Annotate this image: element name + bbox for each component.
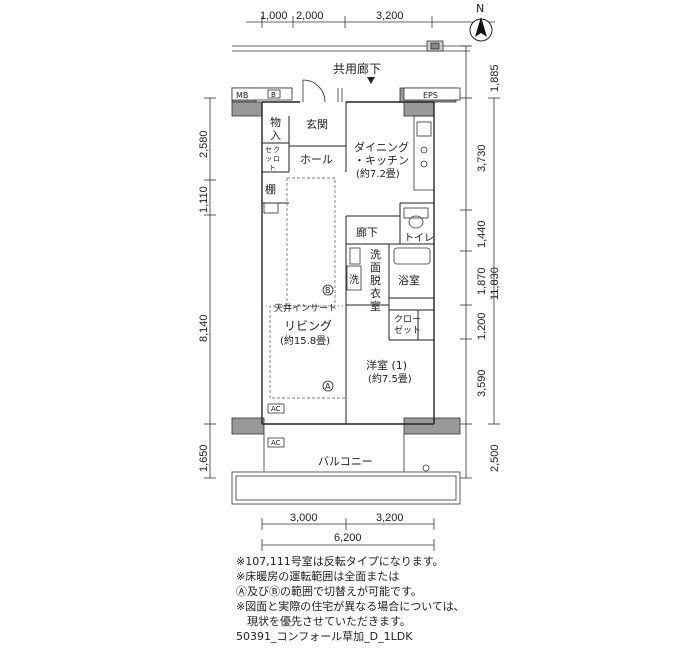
note-line: 現状を優先させていただきます。	[236, 615, 411, 628]
security-label-5: ト	[269, 164, 276, 172]
washroom-label-3: 脱	[370, 273, 381, 287]
note-line: Ⓐ及びⒷの範囲で切替えが可能です。	[236, 585, 422, 598]
security-label-1: セ	[265, 146, 272, 154]
hallway-label: 廊下	[356, 225, 378, 239]
dining-label-2: ・キッチン	[354, 154, 409, 167]
entry-door	[302, 79, 343, 103]
dim-left-2580: 2,580	[198, 130, 210, 158]
top-dimensions	[246, 16, 495, 28]
security-label-3: ッ	[265, 155, 272, 163]
common-corridor-strip	[232, 40, 470, 52]
entrance-label: 玄関	[306, 117, 328, 131]
floor-heating-zone	[269, 177, 346, 399]
ac-label-balcony: AC	[271, 439, 281, 447]
western-room-size: (約7.5畳)	[368, 372, 412, 385]
interior-walls	[262, 102, 434, 424]
marker-b-label: B	[325, 286, 331, 295]
dim-right-1870: 1,870	[476, 267, 488, 295]
washer-box	[346, 265, 362, 291]
ac-box-balcony	[267, 437, 285, 448]
dim-top-2000: 2,000	[296, 10, 324, 22]
notes-block: ※107,111号室は反転タイプになります。 ※床暖房の運転範囲は全面または Ⓐ…	[236, 554, 696, 629]
mb-label: MB	[236, 91, 248, 100]
dim-right-3730: 3,730	[476, 144, 488, 172]
dim-right-1440: 1,440	[476, 220, 488, 248]
closet-label-2: ゼット	[394, 324, 421, 336]
bathtub-icon	[393, 247, 431, 265]
north-label: N	[476, 2, 484, 15]
washroom-label-2: 面	[370, 261, 381, 274]
shelf-label: 棚	[265, 182, 276, 196]
washroom-label-5: 室	[370, 299, 381, 313]
marker-b: B	[322, 284, 334, 296]
dim-bottom-3200: 3,200	[376, 512, 404, 524]
plan-caption: 50391_コンフォール草加_D_1LDK	[236, 630, 413, 643]
dining-size: (約7.2畳)	[356, 167, 400, 180]
dim-top-3200: 3,200	[376, 10, 404, 22]
living-size: (約15.8畳)	[280, 334, 330, 347]
common-corridor-label: 共用廊下	[333, 61, 381, 76]
eps-box	[403, 87, 461, 101]
hall-label: ホール	[300, 153, 333, 166]
note-line: ※図面と実際の住宅が異なる場合については、	[236, 600, 465, 613]
dim-right-3590: 3,590	[476, 369, 488, 397]
right-dimensions	[460, 45, 500, 479]
western-room-label: 洋室 (1)	[366, 358, 407, 372]
toilet-icon	[403, 207, 429, 229]
note-line: ※107,111号室は反転タイプになります。	[236, 555, 444, 568]
dining-label-1: ダイニング	[354, 140, 409, 154]
bottom-dimensions	[261, 518, 435, 551]
dim-left-8140: 8,140	[198, 314, 210, 342]
closet-label-1: クロー	[394, 314, 421, 325]
dim-top-1000: 1,000	[260, 10, 288, 22]
dim-right-1200: 1,200	[476, 312, 488, 340]
marker-a: A	[322, 380, 334, 392]
balcony-label: バルコニー	[318, 455, 373, 468]
ac-box-living	[267, 403, 285, 414]
dim-right-1885: 1,885	[489, 64, 501, 92]
dim-left-1650: 1,650	[198, 444, 210, 472]
kitchen-counter	[413, 115, 435, 191]
dim-bottom-6200: 6,200	[334, 532, 362, 544]
ac-label-living: AC	[271, 405, 281, 413]
washroom-label-4: 衣	[370, 286, 381, 300]
balcony-outline	[231, 434, 461, 505]
entrance-arrow-icon	[367, 77, 375, 84]
security-label-4: ロ	[273, 155, 280, 163]
dim-bottom-3000: 3,000	[290, 512, 318, 524]
shelf-box	[263, 202, 279, 214]
note-line: ※床暖房の運転範囲は全面または	[236, 570, 400, 583]
north-arrow-icon	[469, 17, 493, 42]
security-label-2: ク	[273, 146, 280, 154]
storage-label-2: 入	[270, 129, 281, 142]
dim-right-11830: 11,830	[489, 267, 501, 300]
left-dimensions	[204, 97, 216, 479]
ceiling-insert-label: 天井インサート	[274, 302, 337, 314]
living-label: リビング	[284, 319, 332, 333]
b-label: B	[271, 91, 276, 99]
eps-label: EPS	[423, 91, 438, 100]
washroom-label-1: 洗	[370, 248, 381, 261]
washer-label: 洗	[349, 274, 359, 286]
dim-left-1110: 1,110	[198, 186, 210, 213]
marker-a-label: A	[325, 382, 331, 391]
toilet-label: トイレ	[404, 233, 434, 244]
bath-label: 浴室	[398, 273, 420, 287]
washbasin-icon	[349, 247, 361, 265]
storage-label-1: 物	[270, 115, 281, 129]
dim-right-2500: 2,500	[489, 444, 501, 472]
